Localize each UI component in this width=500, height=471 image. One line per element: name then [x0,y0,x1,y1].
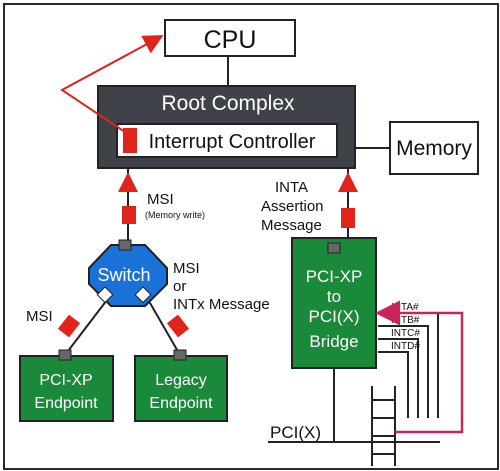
switch-to-legacy-endpoint-link [145,295,181,356]
inta-label-2: Assertion [261,198,324,215]
legacy-endpoint-line2: Endpoint [149,395,213,412]
msi-packet [122,206,136,224]
legacy-endpoint-box: Legacy Endpoint [134,349,228,422]
intb-line-label: INTB# [391,315,420,326]
bridge-line4: Bridge [309,332,358,351]
inta-label-1: INTA [275,179,308,196]
pcix-bus-label: PCI(X) [270,423,321,442]
switch-msg-2: or [173,278,186,295]
msi-up-sub: (Memory write) [145,210,205,220]
slot-ladder [371,386,396,466]
bridge-box: PCI-XP to PCI(X) Bridge [291,237,377,369]
inta-packet [341,208,355,228]
root-complex-box: Root Complex Interrupt Controller [97,85,356,169]
switch-label: Switch [97,265,150,285]
bridge-line1: PCI-XP [306,267,363,286]
inta-line-label: INTA# [391,302,419,313]
msi-up-label: MSI [147,191,174,208]
switch-octagon: Switch [88,239,168,307]
switch-msg-1: MSI [173,260,200,277]
bridge-line3: PCI(X) [309,307,360,326]
pci-endpoint-line2: Endpoint [34,395,98,412]
legacy-packet [166,314,190,338]
interrupt-controller-label: Interrupt Controller [149,131,316,153]
pci-xp-endpoint-box: PCI-XP Endpoint [19,349,114,422]
inta-assertion-path [375,300,464,434]
switch-to-pci-endpoint-link [64,295,111,356]
cpu-label: CPU [204,26,257,54]
memory-box: Memory [389,121,479,175]
legacy-endpoint-line1: Legacy [155,372,207,389]
pci-endpoint-line1: PCI-XP [39,372,92,389]
switch-msg-3: INTx Message [173,296,270,313]
interrupt-controller-red-block [123,128,137,153]
cpu-interrupt-arrow [60,35,164,135]
memory-label: Memory [396,137,472,160]
intc-line-label: INTC# [391,328,420,339]
inta-label-3: Message [261,217,322,234]
root-complex-label: Root Complex [161,92,295,115]
cpu-box: CPU [164,19,296,57]
msi-left-label: MSI [26,308,53,325]
interrupt-controller-box [116,123,338,158]
msi-left-packet [57,314,81,338]
intd-line-label: INTD# [391,341,420,352]
bridge-line2: to [327,287,341,306]
